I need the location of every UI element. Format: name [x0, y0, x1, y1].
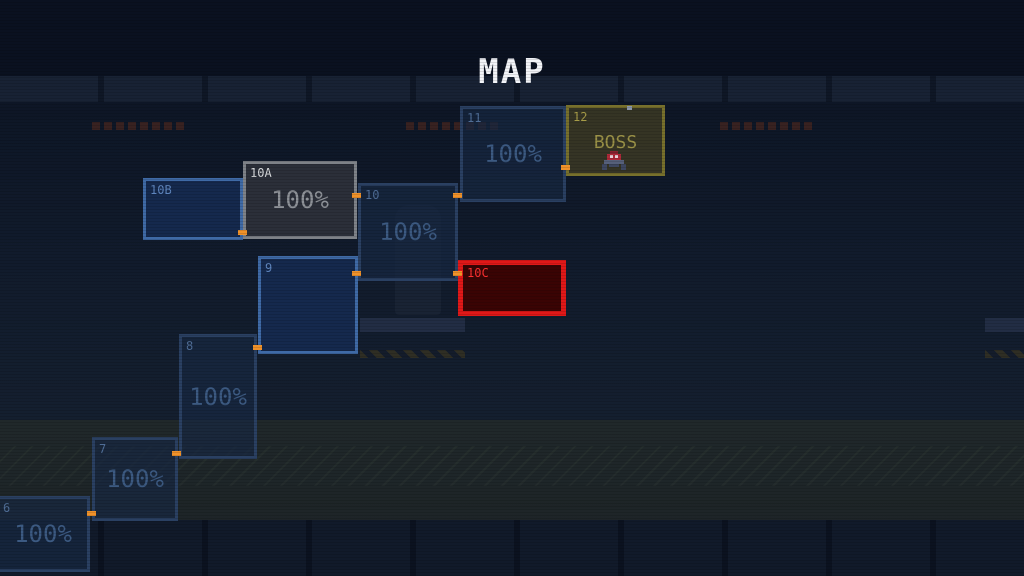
boss-creature-icon	[602, 151, 626, 170]
boss-room-marker	[627, 106, 632, 110]
room-connector	[238, 230, 247, 235]
background-ceiling	[0, 0, 1024, 76]
room-connector	[352, 271, 361, 276]
room-completion: 100%	[106, 465, 164, 493]
background-ledge	[0, 76, 1024, 102]
room-completion: 100%	[189, 382, 247, 411]
room-id-label: 11	[467, 111, 482, 125]
room-completion: 100%	[14, 520, 72, 548]
background-bottom-wall	[0, 520, 1024, 576]
room-connector	[352, 193, 361, 198]
room-connector	[172, 451, 181, 456]
room-id-label: 10	[365, 188, 380, 202]
background-vent	[92, 122, 188, 130]
map-room-7[interactable]: 7 100%	[92, 437, 178, 521]
room-completion: 100%	[484, 140, 542, 168]
background-vent	[406, 122, 502, 130]
room-id-label: 10A	[250, 166, 272, 180]
map-room-11[interactable]: 11 100%	[460, 106, 566, 202]
map-room-12-boss[interactable]: 12 BOSS	[566, 105, 665, 176]
room-connector	[453, 271, 462, 276]
room-id-label: 8	[186, 339, 194, 353]
room-completion: 100%	[379, 218, 437, 246]
background-vent	[720, 122, 816, 130]
map-room-10a[interactable]: 10A 100%	[243, 161, 357, 239]
background-platform	[360, 318, 465, 332]
room-id-label: 12	[573, 110, 588, 124]
map-room-10b[interactable]: 10B	[143, 178, 243, 240]
map-room-9[interactable]: 9	[258, 256, 358, 354]
background-hazard-stripes	[985, 350, 1024, 358]
room-id-label: 9	[265, 261, 273, 275]
room-completion: 100%	[271, 186, 329, 214]
room-connector	[453, 193, 462, 198]
map-room-10c[interactable]: 10C	[458, 260, 566, 316]
map-room-8[interactable]: 8 100%	[179, 334, 257, 459]
room-id-label: 7	[99, 442, 107, 456]
background-hazard-stripes	[360, 350, 465, 358]
room-id-label: 6	[3, 501, 11, 515]
page-title: MAP	[478, 52, 546, 92]
room-id-label: 10C	[467, 266, 489, 280]
room-connector	[87, 511, 96, 516]
room-connector	[561, 165, 570, 170]
background-platform	[985, 318, 1024, 332]
room-connector	[253, 345, 262, 350]
map-room-10[interactable]: 10 100%	[358, 183, 458, 281]
boss-label: BOSS	[593, 132, 638, 153]
room-id-label: 10B	[150, 183, 172, 197]
map-room-6[interactable]: 6 100%	[0, 496, 90, 572]
